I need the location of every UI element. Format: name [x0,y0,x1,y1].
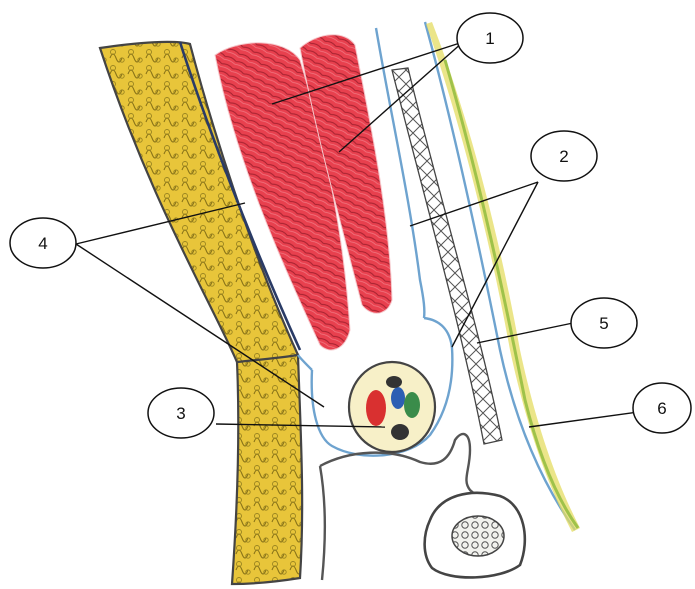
callout-2: 2 [531,131,597,181]
green-vessel [404,392,420,418]
callout-5: 5 [571,298,637,348]
neurovascular-bundle [349,362,435,452]
lower-oval-structure [425,493,525,578]
callout-3-label: 3 [176,404,185,423]
dark-vessel-bottom [391,424,409,440]
callout-4-label: 4 [38,234,47,253]
blue-vessel [391,387,405,409]
red-vessel [366,390,386,426]
dark-vessel-top [386,376,402,388]
callout-6: 6 [633,383,691,433]
callout-6-label: 6 [657,399,666,418]
callout-1-label: 1 [485,29,494,48]
callout-3: 3 [148,388,214,438]
callout-2-label: 2 [559,147,568,166]
callout-4: 4 [10,218,76,268]
callout-5-label: 5 [599,314,608,333]
callout-1: 1 [457,13,523,63]
